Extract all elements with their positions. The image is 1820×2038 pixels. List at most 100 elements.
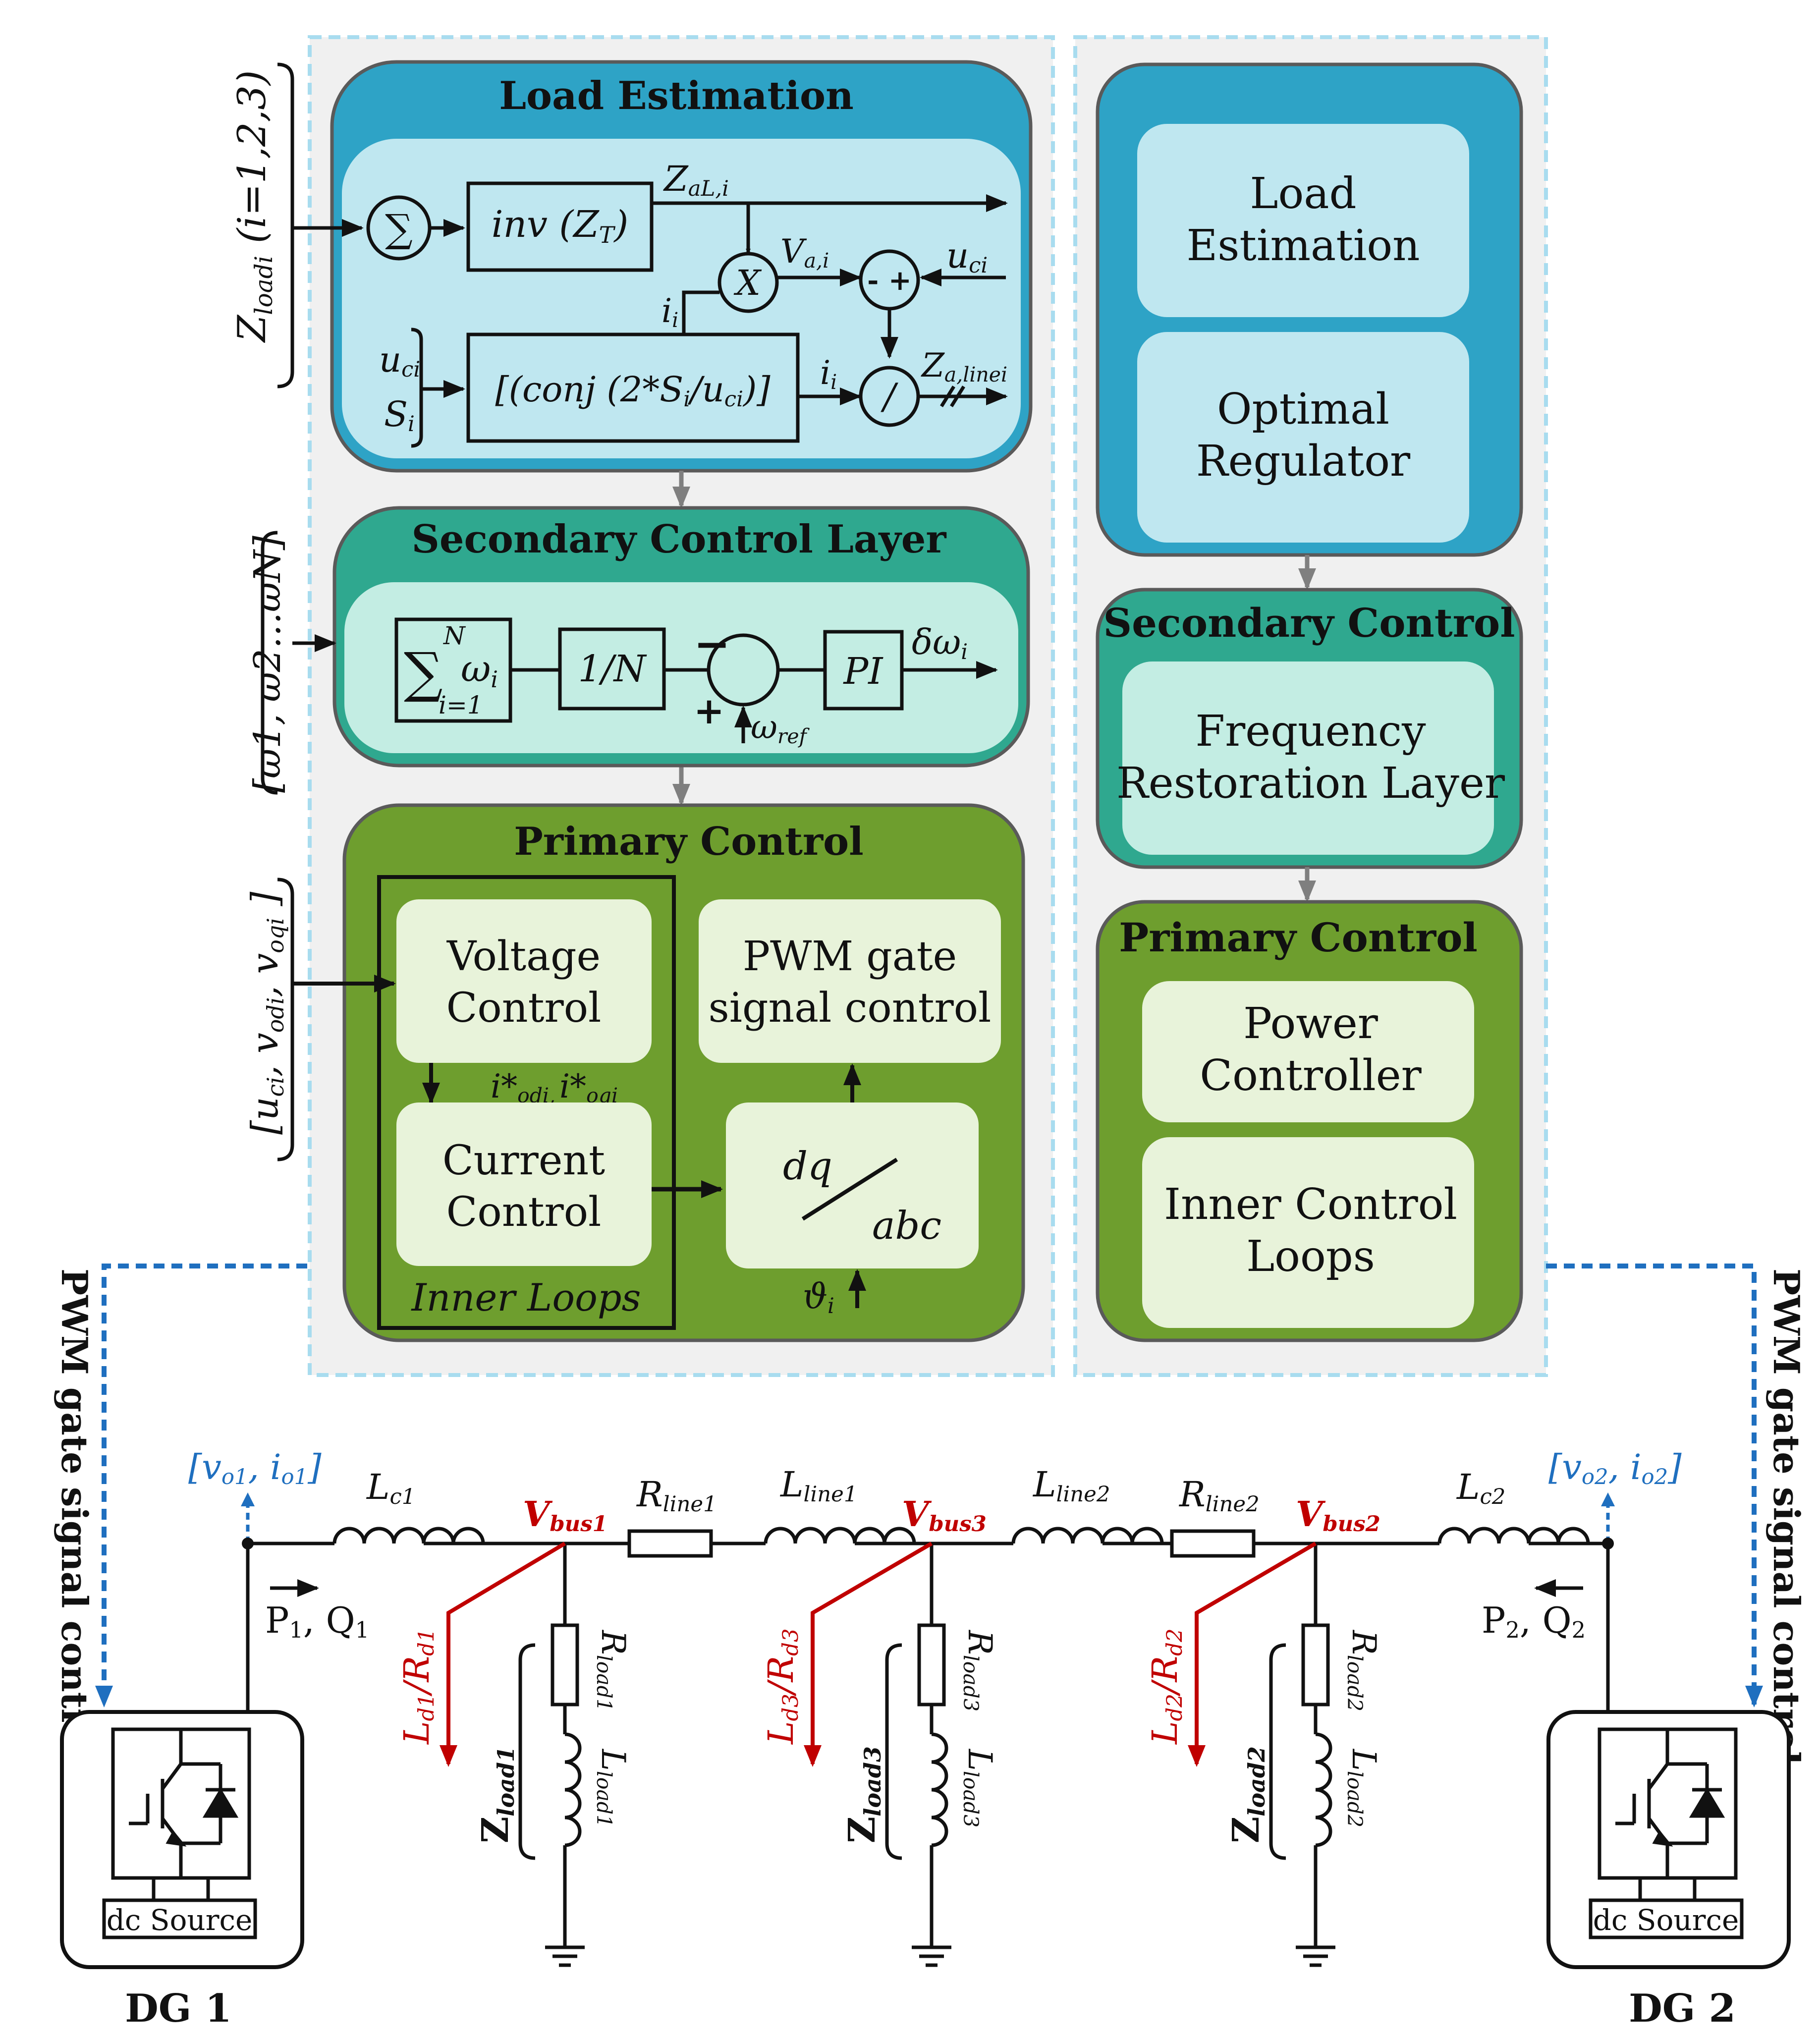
multiplier-junction: [717, 252, 779, 313]
dc-source-left-box: [102, 1898, 257, 1939]
s-i-left-label: Si: [384, 394, 415, 437]
sum-omega-top: N: [443, 621, 466, 650]
inv-zt-label: inv (ZT): [492, 203, 628, 248]
dg1-converter: dc Source: [60, 1710, 304, 1969]
droop-arrow-2: [1188, 1542, 1317, 1767]
right-load-estimation-block: Load Estimation Optimal Regulator: [1096, 62, 1523, 557]
frequency-restoration-line1: Frequency: [1195, 707, 1426, 756]
current-control-line2: Control: [446, 1189, 602, 1236]
inductor-lc2: [1437, 1527, 1590, 1544]
zload1-label: Zload1: [474, 1746, 519, 1843]
primary-control-title: Primary Control: [514, 819, 864, 864]
pwm-right-label: PWM gate signal control: [1765, 1268, 1808, 1764]
pwm-link-left: [95, 1264, 307, 1708]
optimal-regulator-line2: Regulator: [1196, 437, 1411, 486]
lline2-label: Lline2: [1032, 1464, 1110, 1507]
dc-source-left-label: dc Source: [107, 1903, 253, 1937]
pi-label: PI: [842, 650, 883, 693]
node-dg1: [242, 1538, 254, 1549]
resistor-rload3: [917, 1623, 946, 1707]
lload1-label: Lload1: [592, 1749, 632, 1827]
u-ci-right-label: uci: [946, 235, 988, 278]
secondary-plus: +: [694, 690, 724, 732]
inner-control-line2: Loops: [1246, 1232, 1375, 1281]
inner-loops-frame: [377, 875, 676, 1330]
power-controller-line1: Power: [1243, 999, 1379, 1048]
i-i-top-label: ii: [662, 292, 678, 332]
current-control-line1: Current: [442, 1137, 605, 1184]
rload1-label: Rload1: [592, 1630, 632, 1711]
right-secondary-block: Secondary Control Frequency Restoration …: [1096, 588, 1523, 869]
pwm-link-right: [1546, 1264, 1763, 1708]
pwm-gate-line2: signal control: [709, 985, 992, 1032]
secondary-minus: −: [694, 618, 730, 669]
sum-omega-term: ωi: [461, 648, 498, 693]
lline1-label: Lline1: [779, 1464, 857, 1507]
omega-ref-label: ωref: [751, 708, 810, 748]
primary-input-label: [uci, vodi, voqi ]: [244, 892, 289, 1135]
resistor-rload1: [551, 1623, 579, 1707]
pwm-gate-line1: PWM gate: [743, 933, 957, 980]
secondary-control-title: Secondary Control Layer: [411, 517, 946, 562]
dq-label: dq: [783, 1144, 832, 1189]
frequency-restoration-line2: Restoration Layer: [1116, 759, 1505, 808]
abc-label: abc: [872, 1204, 941, 1248]
rload2-label: Rload2: [1343, 1630, 1383, 1711]
inductor-lload3: [931, 1732, 948, 1847]
p1q1-label: P1, Q1: [265, 1599, 369, 1643]
right-load-estimation-line2: Estimation: [1186, 221, 1420, 271]
z-line-label: Za,linei: [921, 346, 1007, 386]
circuit: [246, 1501, 1610, 1967]
theta-label: ϑi: [803, 1276, 834, 1319]
pi-block: [823, 630, 904, 711]
inner-loops-label: Inner Loops: [410, 1275, 641, 1320]
right-load-estimation-box: [1137, 124, 1469, 317]
igbt-icon-right: [1615, 1729, 1725, 1878]
ld1-rd1-label: Ld1/Rd1: [396, 1628, 439, 1745]
i-i-bottom-label: ii: [820, 354, 837, 394]
load-estimation-block: Load Estimation Zloadi (i=1,2,3) ∑ inv (…: [230, 60, 1033, 473]
lc1-label: Lc1: [366, 1467, 415, 1509]
meas-left-label: [vo1, io1]: [188, 1447, 322, 1489]
rline2-label: Rline2: [1178, 1474, 1260, 1517]
inductor-lline2: [1011, 1527, 1164, 1544]
v-ai-label: Va,i: [780, 232, 829, 273]
sum-omega-sigma: ∑: [404, 641, 443, 704]
voltage-control-box: [396, 899, 652, 1063]
zload2-label: Zload2: [1225, 1746, 1270, 1843]
sum-omega-block: [394, 617, 512, 723]
vbus2-label: Vbus2: [1296, 1493, 1380, 1537]
right-primary-title: Primary Control: [1119, 914, 1478, 961]
pwm-gate-box: [699, 899, 1001, 1063]
power-controller-line2: Controller: [1200, 1051, 1422, 1101]
delta-omega-label: δωi: [912, 622, 968, 664]
z-al-label: ZaL,i: [663, 159, 729, 201]
lload3-label: Lload3: [959, 1749, 999, 1827]
resistor-rload2: [1301, 1623, 1330, 1707]
lc2-label: Lc2: [1456, 1467, 1505, 1509]
optimal-regulator-line1: Optimal: [1217, 385, 1389, 434]
inner-control-line1: Inner Control: [1164, 1180, 1457, 1229]
right-secondary-title: Secondary Control: [1103, 600, 1515, 646]
meas-arrow-right: [1601, 1492, 1615, 1506]
vbus1-label: Vbus1: [523, 1493, 607, 1537]
inductor-lload2: [1315, 1732, 1332, 1847]
ld3-rd3-label: Ld3/Rd3: [761, 1628, 803, 1745]
ld2-rd2-label: Ld2/Rd2: [1145, 1628, 1187, 1745]
right-load-estimation-line1: Load: [1250, 169, 1356, 219]
pwm-left-label: PWM gate signal control: [54, 1268, 96, 1764]
meas-right-label: [vo2, io2]: [1548, 1447, 1682, 1489]
droop-arrow-3: [804, 1542, 933, 1767]
igbt-icon-left: [129, 1729, 239, 1878]
optimal-regulator-box: [1137, 332, 1469, 543]
lload2-label: Lload2: [1343, 1749, 1383, 1827]
omega-input-label: [ω1, ω2…ωN]: [246, 536, 289, 793]
inner-control-loops-box: [1142, 1137, 1474, 1328]
dc-source-right-label: dc Source: [1593, 1903, 1739, 1937]
zload3-label: Zload3: [841, 1746, 886, 1843]
droop-arrow-1: [440, 1542, 566, 1767]
right-primary-block: Primary Control Power Controller Inner C…: [1096, 900, 1523, 1342]
dg1-label: DG 1: [125, 1986, 232, 2031]
